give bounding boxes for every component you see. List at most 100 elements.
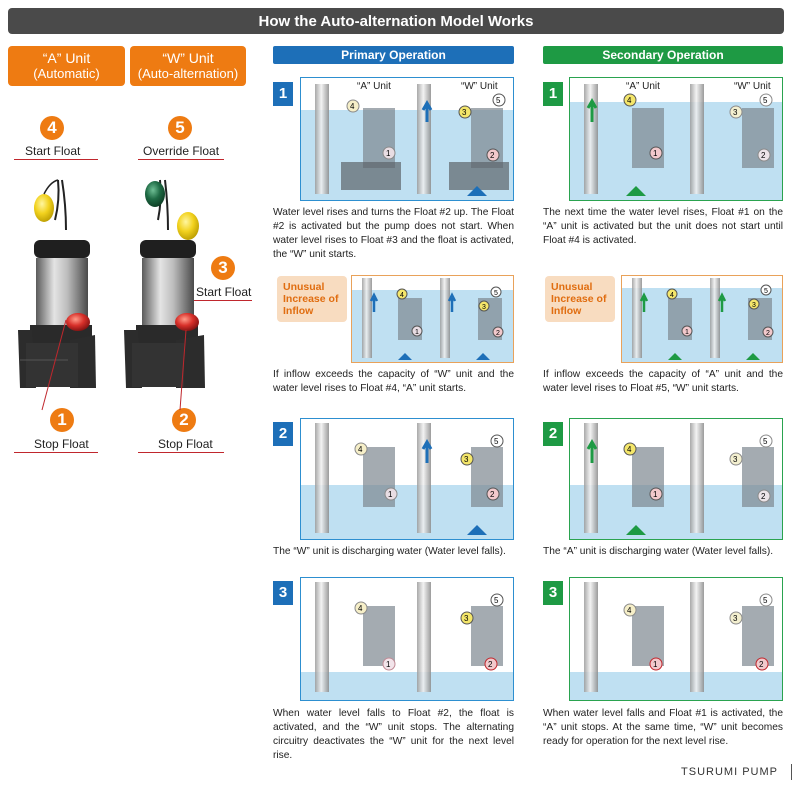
- a-unit-start-float: [34, 194, 54, 222]
- primary-step-2-caption: The “W” unit is discharging water (Water…: [273, 546, 506, 557]
- svg-text:1: 1: [653, 149, 658, 158]
- svg-text:1: 1: [386, 660, 391, 669]
- float-4-label: Start Float: [25, 144, 81, 158]
- secondary-step-3-caption: When water level falls and Float #1 is a…: [543, 708, 783, 747]
- footer-divider: [791, 764, 792, 780]
- secondary-step-2-badge: 2: [543, 422, 563, 446]
- svg-text:5: 5: [494, 596, 499, 605]
- sump-diagram: 4 1 3 5 2: [570, 423, 782, 539]
- a-unit-caption: “A” Unit: [357, 81, 391, 92]
- inflow-arrow-icon: [746, 353, 760, 360]
- float-1-label: Stop Float: [34, 437, 89, 451]
- w-unit-start-float: [177, 212, 199, 240]
- sump-diagram: 4 1 3 5 2: [352, 278, 513, 362]
- a-unit-caption: “A” Unit: [626, 81, 660, 92]
- float-3-leader-line: [192, 300, 252, 301]
- sump-diagram: 4 1 3 5 2: [570, 582, 782, 700]
- svg-text:4: 4: [627, 606, 632, 615]
- inflow-arrow-icon: [467, 186, 487, 196]
- svg-text:5: 5: [763, 96, 768, 105]
- float-2-leader-line: [138, 452, 224, 453]
- primary-step-1-badge: 1: [273, 82, 293, 106]
- svg-text:2: 2: [490, 490, 495, 499]
- leader-line: [179, 329, 187, 411]
- up-arrow-icon: [586, 97, 598, 122]
- float-2-label: Stop Float: [158, 437, 213, 451]
- a-unit-stop-float: [66, 313, 90, 331]
- up-arrow-icon: [421, 438, 433, 463]
- svg-text:3: 3: [464, 455, 469, 464]
- w-unit-caption: “W” Unit: [734, 81, 771, 92]
- float-4-badge: 4: [40, 116, 64, 140]
- float-5-badge: 5: [168, 116, 192, 140]
- svg-text:5: 5: [494, 290, 498, 297]
- svg-text:1: 1: [685, 329, 689, 336]
- sump-diagram: 4 1 3 5 2: [301, 423, 513, 539]
- svg-text:3: 3: [464, 614, 469, 623]
- svg-text:4: 4: [627, 96, 632, 105]
- w-unit-mode: (Auto-alternation): [137, 66, 239, 81]
- sump-diagram: “A” Unit “W” Unit 4 1 3 5 2: [301, 81, 513, 200]
- svg-text:3: 3: [733, 108, 738, 117]
- svg-text:2: 2: [766, 330, 770, 337]
- w-unit-name: “W” Unit: [162, 50, 214, 66]
- svg-text:1: 1: [653, 660, 658, 669]
- float-1-badge: 1: [50, 408, 74, 432]
- water-level: [570, 672, 782, 700]
- svg-text:3: 3: [462, 108, 467, 117]
- svg-text:5: 5: [494, 437, 499, 446]
- water-level: [301, 672, 513, 700]
- inflow-arrow-icon: [467, 525, 487, 535]
- float-5-leader-line: [138, 159, 224, 160]
- up-arrow-icon: [717, 292, 727, 312]
- a-unit-label: “A” Unit (Automatic): [8, 46, 125, 86]
- svg-text:3: 3: [752, 302, 756, 309]
- inflow-arrow-icon: [626, 525, 646, 535]
- inflow-arrow-icon: [626, 186, 646, 196]
- svg-text:2: 2: [496, 330, 500, 337]
- w-unit-stop-float: [175, 313, 199, 331]
- svg-text:3: 3: [733, 614, 738, 623]
- up-arrow-icon: [447, 292, 457, 312]
- float-2-badge: 2: [172, 408, 196, 432]
- leader-line: [41, 319, 67, 411]
- secondary-step-1-badge: 1: [543, 82, 563, 106]
- up-arrow-icon: [639, 292, 649, 312]
- w-unit-caption: “W” Unit: [461, 81, 498, 92]
- svg-text:2: 2: [759, 660, 764, 669]
- svg-text:3: 3: [482, 304, 486, 311]
- footer-brand: TSURUMI PUMP: [681, 766, 778, 778]
- float-1-leader-line: [14, 452, 98, 453]
- secondary-step-1-diagram: “A” Unit “W” Unit 4 1 3 5 2: [569, 77, 783, 201]
- secondary-step-3-diagram: 4 1 3 5 2: [569, 577, 783, 701]
- primary-operation-header: Primary Operation: [273, 46, 514, 64]
- sump-diagram: “A” Unit “W” Unit 4 1 3 5 2: [570, 81, 782, 200]
- primary-step-3-badge: 3: [273, 581, 293, 605]
- secondary-operation-header: Secondary Operation: [543, 46, 783, 64]
- svg-text:5: 5: [764, 288, 768, 295]
- w-unit-label: “W” Unit (Auto-alternation): [130, 46, 246, 86]
- float-3-badge: 3: [211, 256, 235, 280]
- inflow-arrow-icon: [398, 353, 412, 360]
- svg-text:1: 1: [388, 490, 393, 499]
- primary-unusual-diagram: 4 1 3 5 2: [351, 275, 514, 363]
- a-unit-mode: (Automatic): [33, 66, 100, 81]
- float-5-label: Override Float: [143, 144, 220, 158]
- svg-text:1: 1: [386, 149, 391, 158]
- primary-unusual-label: Unusual Increase of Inflow: [277, 276, 347, 322]
- svg-text:4: 4: [358, 445, 363, 454]
- svg-text:1: 1: [415, 329, 419, 336]
- w-unit-pump: [124, 179, 205, 388]
- primary-step-1-diagram: “A” Unit “W” Unit 4 1 3 5 2: [300, 77, 514, 201]
- a-unit-name: “A” Unit: [42, 50, 91, 66]
- a-unit-pump: [18, 179, 96, 388]
- secondary-step-2-diagram: 4 1 3 5 2: [569, 418, 783, 540]
- svg-text:2: 2: [488, 660, 493, 669]
- secondary-unusual-label: Unusual Increase of Inflow: [545, 276, 615, 322]
- svg-text:5: 5: [763, 596, 768, 605]
- primary-step-1-caption: Water level rises and turns the Float #2…: [273, 207, 514, 260]
- inflow-arrow-icon: [668, 353, 682, 360]
- svg-text:2: 2: [761, 151, 766, 160]
- svg-text:4: 4: [400, 292, 404, 299]
